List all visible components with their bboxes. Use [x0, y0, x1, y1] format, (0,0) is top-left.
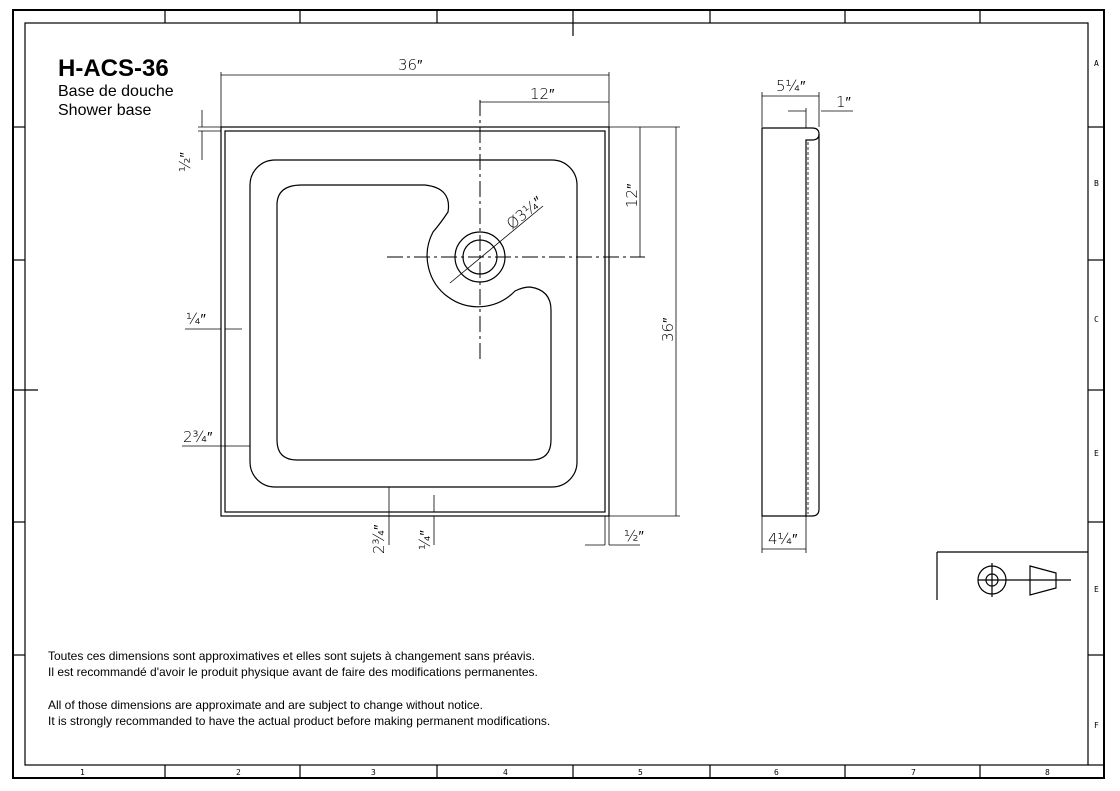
dim-drain-diameter: Ø3¼″: [503, 192, 547, 233]
drawing-frame: [12, 9, 1105, 779]
column-label: 3: [371, 768, 376, 777]
product-name-fr: Base de douche: [58, 83, 174, 100]
dim-overall-width: 36″: [398, 56, 423, 74]
row-label: E: [1094, 449, 1099, 458]
row-label: C: [1094, 315, 1099, 324]
note-en-1: All of those dimensions are approximate …: [48, 698, 483, 712]
dim-bottom-flange: ¼″: [416, 529, 434, 550]
dim-bottom-apron: 2¾″: [370, 524, 388, 554]
side-view: [761, 127, 820, 517]
column-label: 7: [911, 768, 916, 777]
dim-side-lip: 1″: [836, 93, 852, 111]
dim-side-total-height: 5¼″: [776, 77, 806, 95]
disclaimer-notes: Toutes ces dimensions sont approximative…: [48, 648, 550, 746]
column-label: 1: [80, 768, 85, 777]
dim-corner-flange: ½″: [624, 527, 645, 545]
dim-side-flange: ¼″: [186, 310, 207, 328]
dim-drain-offset-x: 12″: [530, 85, 555, 103]
column-label: 8: [1045, 768, 1050, 777]
side-dimensions: [761, 92, 853, 553]
dim-side-body-height: 4¼″: [768, 530, 798, 548]
row-label: E: [1094, 585, 1099, 594]
dim-drain-offset-y: 12″: [623, 183, 641, 208]
model-number: H-ACS-36: [58, 55, 169, 82]
dim-top-flange: ½″: [176, 151, 194, 172]
note-fr-1: Toutes ces dimensions sont approximative…: [48, 649, 535, 663]
row-label: A: [1094, 59, 1099, 68]
column-label: 2: [236, 768, 241, 777]
title-block: H-ACS-36 Base de douche Shower base: [58, 56, 174, 120]
plan-dimensions: [182, 72, 680, 546]
row-label: B: [1094, 179, 1099, 188]
note-fr-2: Il est recommandé d'avoir le produit phy…: [48, 665, 538, 679]
projection-symbol-icon: [936, 551, 1088, 600]
dim-side-apron: 2¾″: [183, 428, 213, 446]
row-label: F: [1094, 721, 1099, 730]
dim-overall-depth: 36″: [659, 317, 677, 342]
column-label: 4: [503, 768, 508, 777]
column-label: 5: [638, 768, 643, 777]
column-label: 6: [774, 768, 779, 777]
side-dimension-labels: 5¼″ 1″ 4¼″: [768, 77, 852, 548]
row-labels: A B C E E F: [1094, 59, 1099, 730]
plan-view: [220, 100, 645, 517]
note-en-2: It is strongly recommanded to have the a…: [48, 714, 551, 728]
column-labels: 1 2 3 4 5 6 7 8: [80, 768, 1050, 777]
product-name-en: Shower base: [58, 102, 152, 119]
